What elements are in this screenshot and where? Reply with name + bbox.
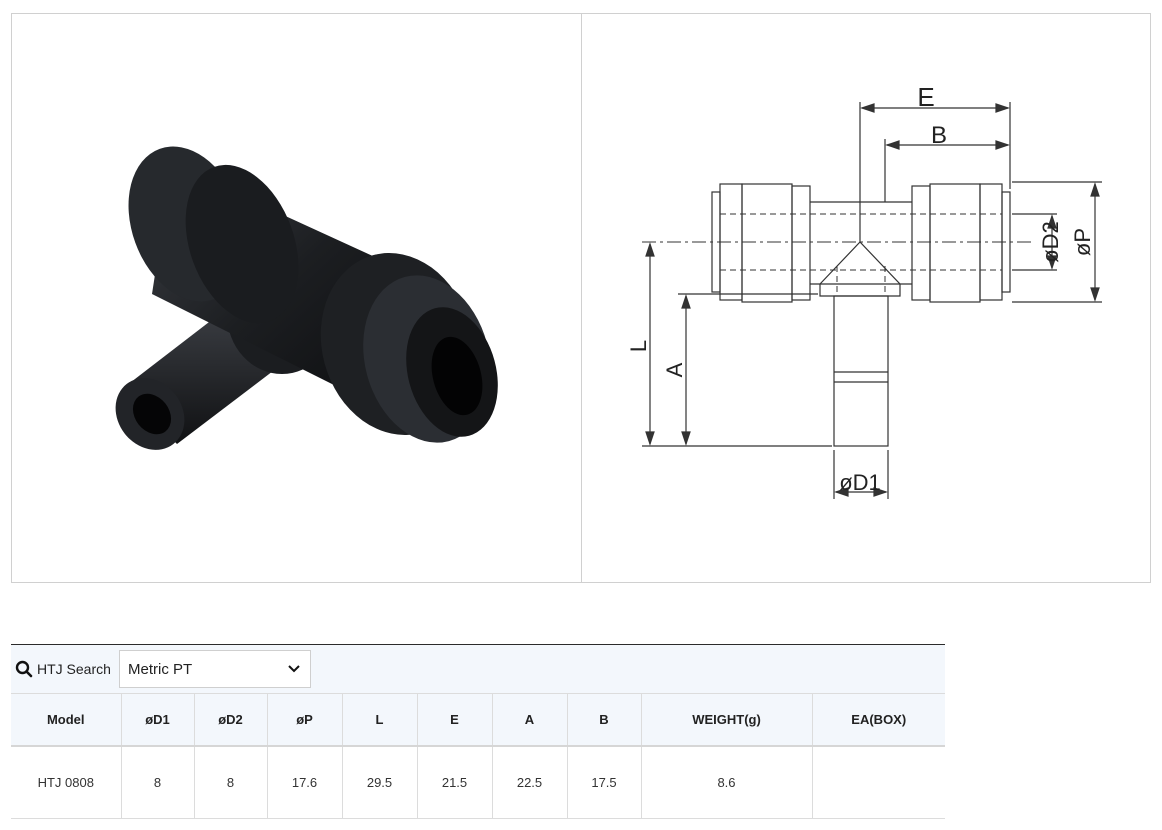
col-header-p: øP [267,694,343,747]
table-header-row: Model øD1 øD2 øP L E A B WEIGHT(g) EA(BO… [11,694,945,747]
cell-b: 17.5 [567,746,642,819]
dim-label-d2: øD2 [1038,221,1063,263]
product-figure: E B øD2 øP L A øD1 [11,13,1151,583]
unit-select[interactable]: Metric PT [119,650,311,688]
cell-d1: 8 [121,746,195,819]
dim-label-d1: øD1 [839,470,881,495]
col-header-ea-box: EA(BOX) [812,694,945,747]
search-icon [15,660,33,678]
col-header-e: E [417,694,493,747]
cell-model: HTJ 0808 [11,746,122,819]
col-header-model: Model [11,694,122,747]
cell-e: 21.5 [417,746,493,819]
cell-weight: 8.6 [641,746,813,819]
dim-label-b: B [931,122,947,149]
search-label-group: HTJ Search [15,660,115,678]
search-label: HTJ Search [37,661,111,677]
col-header-d2: øD2 [194,694,268,747]
spec-table: Model øD1 øD2 øP L E A B WEIGHT(g) EA(BO… [11,694,945,819]
dim-label-l: L [626,340,651,352]
cell-d2: 8 [194,746,268,819]
unit-select-value: Metric PT [128,660,193,678]
tee-fitting-image [115,146,498,450]
col-header-d1: øD1 [121,694,195,747]
spec-table-section: HTJ Search Metric PT Model øD1 øD2 øP L … [11,644,945,819]
search-bar: HTJ Search Metric PT [11,644,945,694]
dim-label-p: øP [1070,228,1095,256]
col-header-weight: WEIGHT(g) [641,694,813,747]
col-header-b: B [567,694,642,747]
cell-ea-box [812,746,945,819]
col-header-a: A [492,694,568,747]
cell-a: 22.5 [492,746,568,819]
dimension-drawing: E B øD2 øP L A øD1 [582,14,1150,582]
dim-label-a: A [662,362,687,377]
cell-l: 29.5 [342,746,418,819]
product-photo [12,14,582,582]
tee-dimension-diagram: E B øD2 øP L A øD1 [626,82,1102,499]
chevron-down-icon [288,665,300,673]
dim-label-e: E [917,82,934,112]
table-row: HTJ 0808 8 8 17.6 29.5 21.5 22.5 17.5 8.… [11,746,945,819]
cell-p: 17.6 [267,746,343,819]
col-header-l: L [342,694,418,747]
